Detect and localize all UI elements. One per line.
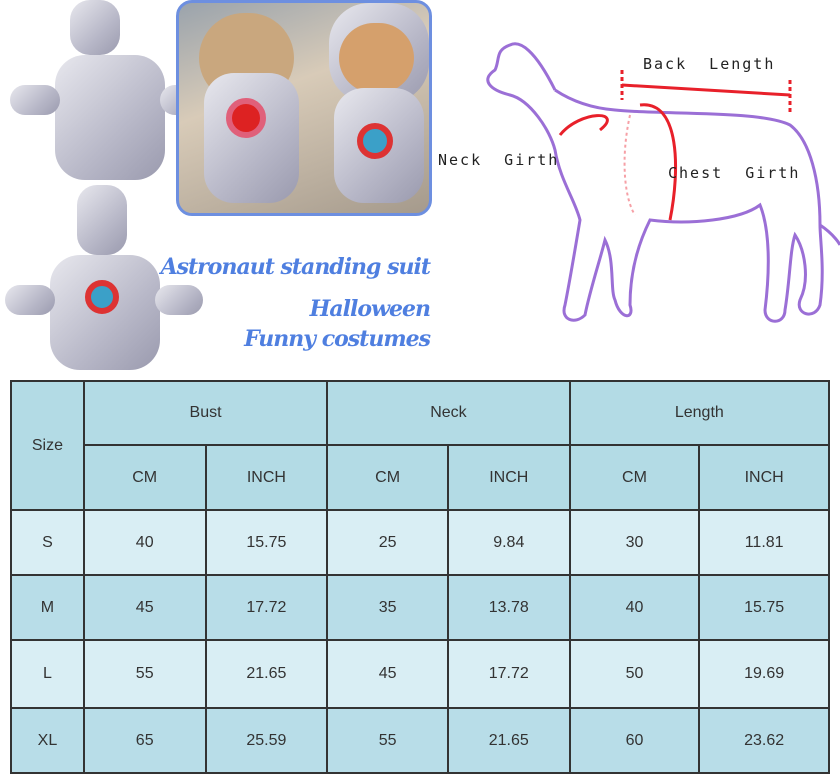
value-cell: 65 — [82, 707, 207, 774]
unit-header: INCH — [204, 444, 329, 511]
value-cell: 55 — [326, 707, 449, 774]
value-cell: 21.65 — [446, 707, 571, 774]
label-chest-girth: Chest Girth — [668, 164, 801, 182]
value-cell: 13.78 — [446, 574, 571, 641]
size-header: Size — [10, 380, 85, 511]
unit-header: CM — [568, 444, 701, 511]
size-cell: M — [10, 574, 85, 641]
unit-header: INCH — [446, 444, 571, 511]
value-cell: 45 — [326, 639, 449, 709]
cats-in-costume-photo — [176, 0, 432, 216]
value-cell: 17.72 — [204, 574, 329, 641]
dog-measurement-diagram — [486, 42, 840, 323]
table-row: XL 65 25.59 55 21.65 60 23.62 — [10, 707, 830, 774]
product-subtitle-funny: Funny costumes — [244, 326, 431, 352]
value-cell: 19.69 — [698, 639, 830, 709]
value-cell: 45 — [82, 574, 207, 641]
dog-outline — [486, 42, 840, 323]
value-cell: 15.75 — [698, 574, 830, 641]
value-cell: 50 — [568, 639, 701, 709]
value-cell: 60 — [568, 707, 701, 774]
label-back-length: Back Length — [643, 55, 776, 73]
value-cell: 25 — [326, 509, 449, 576]
value-cell: 40 — [568, 574, 701, 641]
group-header-length: Length — [568, 380, 831, 446]
value-cell: 21.65 — [204, 639, 329, 709]
product-title: Astronaut standing suit — [160, 254, 431, 280]
value-cell: 35 — [326, 574, 449, 641]
value-cell: 25.59 — [204, 707, 329, 774]
product-subtitle-halloween: Halloween — [309, 296, 431, 322]
size-cell: S — [10, 509, 85, 576]
value-cell: 40 — [82, 509, 207, 576]
value-cell: 11.81 — [698, 509, 830, 576]
unit-header: CM — [326, 444, 449, 511]
value-cell: 23.62 — [698, 707, 830, 774]
group-header-bust: Bust — [82, 380, 329, 446]
label-neck-girth: Neck Girth — [438, 151, 560, 169]
unit-header: CM — [82, 444, 207, 511]
value-cell: 15.75 — [204, 509, 329, 576]
size-cell: L — [10, 639, 85, 709]
value-cell: 55 — [82, 639, 207, 709]
costume-image-top — [10, 0, 200, 185]
size-chart-table: Size Bust Neck Length CM INCH CM INCH CM… — [10, 380, 831, 774]
table-row: M 45 17.72 35 13.78 40 15.75 — [10, 574, 830, 641]
unit-header: INCH — [698, 444, 830, 511]
size-cell: XL — [10, 707, 85, 774]
table-row: S 40 15.75 25 9.84 30 11.81 — [10, 509, 830, 576]
costume-image-back — [5, 185, 205, 375]
group-header-neck: Neck — [326, 380, 571, 446]
table-row: L 55 21.65 45 17.72 50 19.69 — [10, 639, 830, 709]
value-cell: 30 — [568, 509, 701, 576]
value-cell: 9.84 — [446, 509, 571, 576]
value-cell: 17.72 — [446, 639, 571, 709]
